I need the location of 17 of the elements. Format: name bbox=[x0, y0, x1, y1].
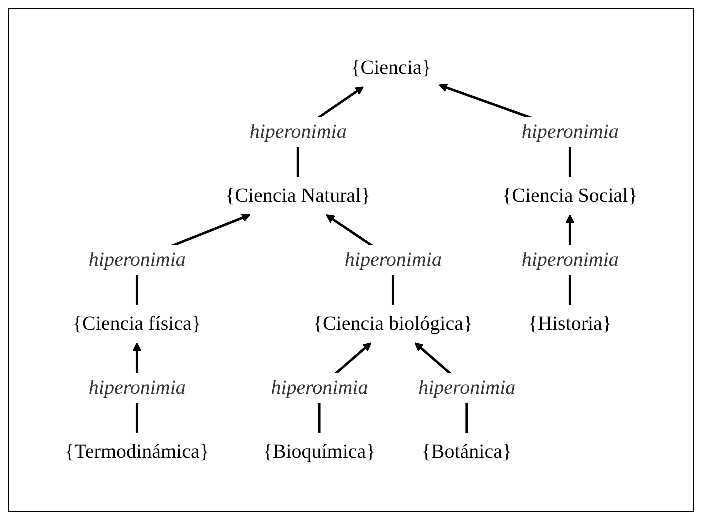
edge-label: hiperonimia bbox=[88, 248, 186, 271]
edge-label: hiperonimia bbox=[270, 376, 368, 399]
node-text: {Ciencia} bbox=[350, 57, 432, 79]
node-text: {Termodinámica} bbox=[64, 440, 209, 463]
node-text: {Ciencia Social} bbox=[502, 184, 638, 207]
node-text: {Bioquímica} bbox=[262, 440, 376, 463]
edge-label: hiperonimia bbox=[521, 120, 618, 143]
node-text: {Ciencia biológica} bbox=[312, 312, 473, 335]
node-text: {Ciencia Natural} bbox=[225, 184, 370, 207]
node-text: {Historia} bbox=[528, 312, 612, 335]
edge-label: hiperonimia bbox=[418, 376, 516, 399]
edge-label: hiperonimia bbox=[344, 248, 442, 271]
node-text: {Ciencia física} bbox=[72, 312, 202, 335]
edge-label: hiperonimia bbox=[249, 120, 346, 143]
edge-label: hiperonimia bbox=[88, 376, 186, 399]
edge-label: hiperonimia bbox=[521, 248, 618, 271]
node-text: {Botánica} bbox=[421, 440, 512, 463]
